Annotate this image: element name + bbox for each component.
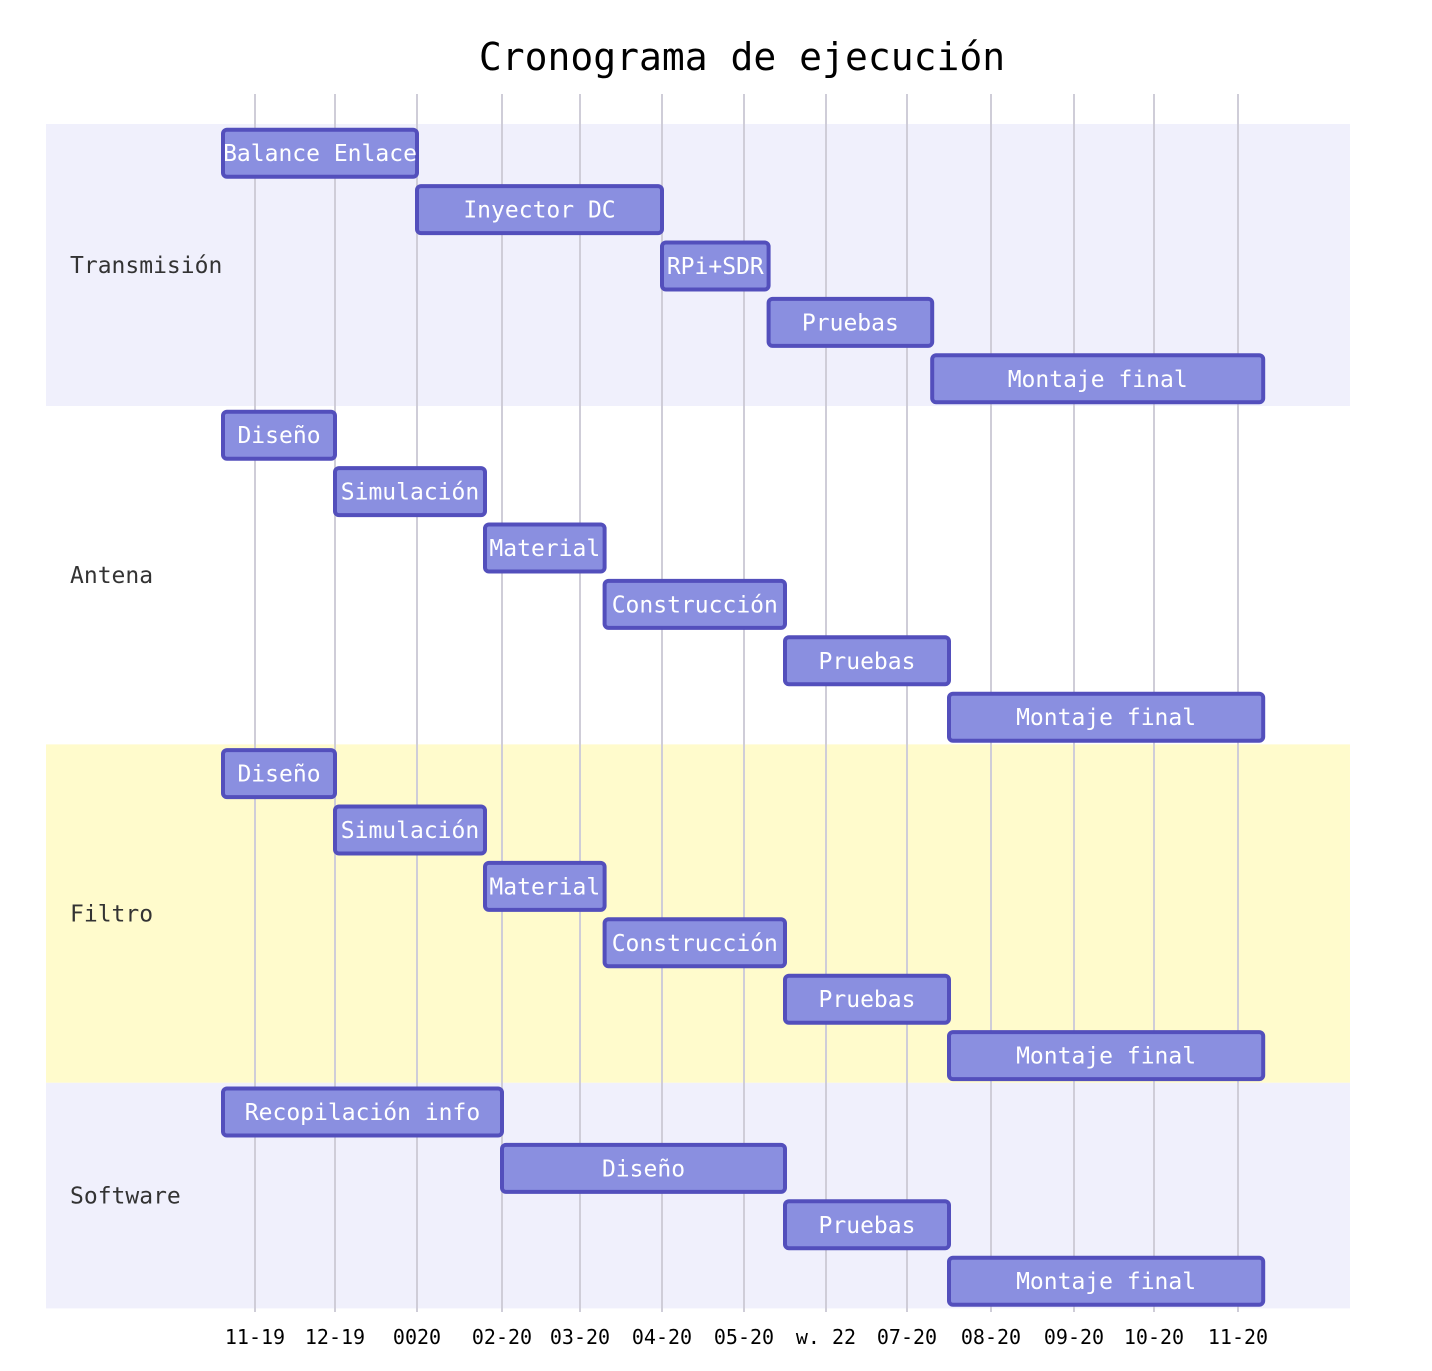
task-label: Construcción <box>612 592 778 618</box>
section-band <box>46 406 1350 745</box>
x-tick-label: 0020 <box>393 1325 441 1349</box>
task-label: Diseño <box>602 1156 685 1182</box>
x-tick-label: w. 22 <box>796 1325 856 1349</box>
task-label: Simulación <box>341 480 479 506</box>
task-bar <box>221 409 337 461</box>
section-label: Filtro <box>70 902 153 928</box>
task-label: Material <box>489 536 600 562</box>
task-label: Montaje final <box>1016 1269 1196 1295</box>
x-tick-label: 09-20 <box>1044 1325 1104 1349</box>
task-label: Pruebas <box>819 649 916 675</box>
task-label: Diseño <box>237 423 320 449</box>
task-bar <box>947 691 1266 743</box>
task-bar <box>333 466 487 518</box>
task-bar <box>483 860 607 912</box>
task-bar <box>483 522 607 574</box>
x-tick-label: 04-20 <box>632 1325 692 1349</box>
x-tick-label: 08-20 <box>961 1325 1021 1349</box>
section-label: Software <box>70 1184 181 1210</box>
task-label: Montaje final <box>1008 367 1188 393</box>
task-label: Diseño <box>237 762 320 788</box>
task-label: Pruebas <box>819 987 916 1013</box>
task-bar <box>660 240 771 292</box>
task-label: Montaje final <box>1016 705 1196 731</box>
task-bar <box>602 917 787 969</box>
x-tick-label: 07-20 <box>877 1325 937 1349</box>
x-tick-label: 05-20 <box>714 1325 774 1349</box>
task-label: Simulación <box>341 818 479 844</box>
task-label: Construcción <box>612 931 778 957</box>
task-bar <box>221 748 337 800</box>
x-tick-label: 10-20 <box>1124 1325 1184 1349</box>
task-label: Material <box>489 874 600 900</box>
task-bar <box>947 1255 1266 1307</box>
task-bar <box>783 1199 951 1251</box>
task-label: Pruebas <box>819 1213 916 1239</box>
task-label: Pruebas <box>802 310 899 336</box>
task-bar <box>602 578 787 630</box>
task-bar <box>221 1086 504 1138</box>
x-tick-label: 03-20 <box>550 1325 610 1349</box>
x-tick-label: 11-20 <box>1208 1325 1268 1349</box>
x-tick-label: 11-19 <box>225 1325 285 1349</box>
task-bar <box>783 973 951 1025</box>
chart-title: Cronograma de ejecución <box>479 35 1005 79</box>
section-band <box>46 744 1350 1083</box>
task-bar <box>766 296 935 348</box>
task-label: Inyector DC <box>463 198 615 224</box>
task-bar <box>930 353 1266 405</box>
section-label: Antena <box>70 563 153 589</box>
task-label: Montaje final <box>1016 1044 1196 1070</box>
x-axis-ticks: 11-19 12-19 0020 02-20 03-20 04-20 05-20 w. 22 0… <box>225 1325 1268 1349</box>
task-bar <box>783 635 951 687</box>
x-tick-label: 02-20 <box>472 1325 532 1349</box>
task-bar <box>415 184 664 236</box>
task-label: RPi+SDR <box>667 254 764 280</box>
task-bar <box>500 1142 787 1194</box>
task-bar <box>221 127 419 179</box>
task-label: Balance Enlace <box>223 141 417 167</box>
task-label: Recopilación info <box>245 1100 480 1126</box>
section-label: Transmisión <box>70 253 222 279</box>
section-bands <box>46 124 1350 1309</box>
task-bar <box>333 804 487 856</box>
x-tick-label: 12-19 <box>305 1325 365 1349</box>
task-bar <box>947 1030 1266 1082</box>
